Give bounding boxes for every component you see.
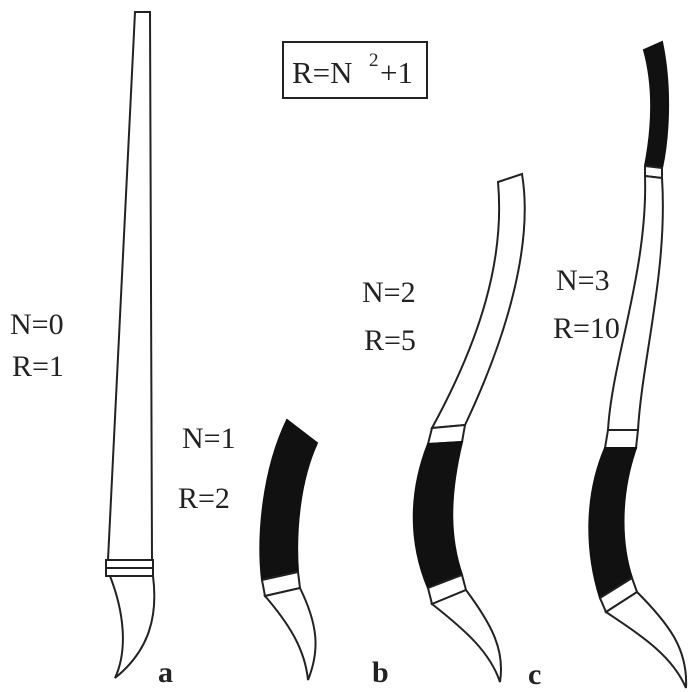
specimen-b-n-label: N=1 bbox=[182, 422, 236, 455]
specimen-c-black-top bbox=[644, 42, 668, 168]
specimen-c-black-segment bbox=[589, 448, 636, 598]
specimen-n2-r-label: R=5 bbox=[364, 324, 416, 357]
specimen-b-black-segment bbox=[260, 420, 317, 580]
specimen-n2 bbox=[414, 174, 525, 682]
specimen-n2-tip bbox=[432, 590, 501, 682]
specimen-a bbox=[106, 12, 154, 678]
specimen-a-n-label: N=0 bbox=[10, 308, 64, 341]
specimen-a-tip bbox=[110, 576, 154, 678]
specimen-b bbox=[260, 420, 317, 680]
specimen-b-r-label: R=2 bbox=[178, 482, 230, 515]
specimen-n2-black-segment bbox=[414, 442, 462, 588]
specimen-a-r-label: R=1 bbox=[12, 350, 64, 383]
specimen-n2-white-segment bbox=[432, 174, 525, 428]
formula-exponent: 2 bbox=[369, 50, 379, 71]
specimen-b-tip bbox=[265, 588, 316, 680]
specimen-c-r-label: R=10 bbox=[553, 312, 620, 345]
formula-base: R=N bbox=[292, 55, 353, 90]
specimen-c-white-segment bbox=[608, 176, 663, 430]
panel-label-a: a bbox=[158, 656, 173, 689]
specimen-a-shaft bbox=[108, 12, 152, 560]
specimen-n2-n-label: N=2 bbox=[362, 276, 416, 309]
formula-box: R=N 2 +1 bbox=[283, 42, 427, 98]
specimen-c-n-label: N=3 bbox=[556, 264, 610, 297]
panel-label-c: c bbox=[528, 658, 541, 691]
panel-label-b: b bbox=[372, 656, 389, 689]
specimen-c-band-middle bbox=[605, 430, 638, 448]
formula-tail: +1 bbox=[380, 55, 413, 90]
specimen-c bbox=[589, 42, 686, 688]
specimen-c-tip bbox=[606, 592, 686, 688]
